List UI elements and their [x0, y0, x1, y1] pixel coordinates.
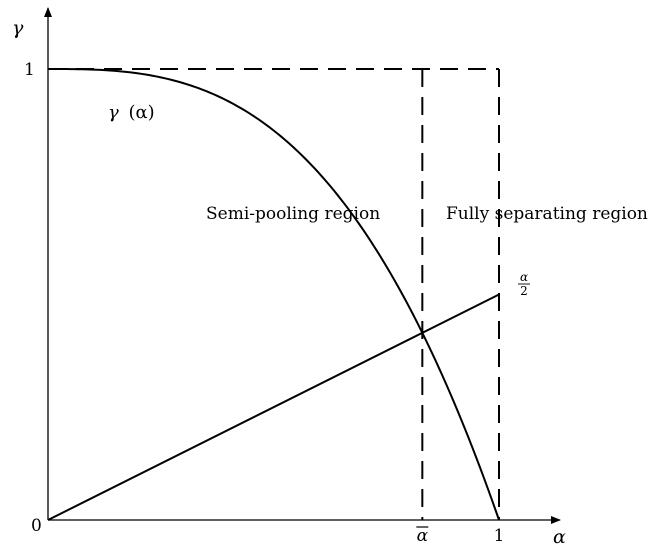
x-tick-alpha-bar: α — [417, 526, 429, 545]
semi-pooling-region-label: Semi-pooling region — [206, 204, 380, 224]
y-axis-label: γ — [12, 17, 24, 39]
fully-separating-region-label: Fully separating region — [446, 204, 648, 224]
x-axis-label: α — [553, 526, 566, 545]
x-tick-one: 1 — [494, 526, 505, 545]
half-line-numerator: α — [520, 270, 528, 284]
alpha-half-line — [47, 293, 500, 521]
gamma-func-glyph: γ — [108, 102, 119, 123]
gamma-curve-label: γ (α) — [108, 102, 155, 123]
gamma-curve — [48, 68, 500, 521]
origin-label: 0 — [31, 516, 42, 536]
gamma-arg: (α) — [129, 102, 155, 123]
y-tick-one: 1 — [24, 60, 35, 80]
half-line-denominator: 2 — [520, 284, 528, 298]
